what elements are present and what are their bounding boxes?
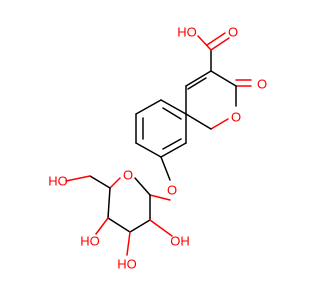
bond-ch2-oh <box>65 175 91 182</box>
bond-ccooh-oh <box>197 35 212 51</box>
structure-diagram: HO O O O O O HO HO HO OH <box>48 25 267 272</box>
bond-c2-oh <box>149 219 173 237</box>
bond-c3-c2 <box>129 219 151 233</box>
bond-ring-o-c5 <box>109 177 121 189</box>
bond-c3-c4 <box>185 70 212 87</box>
acid-carbonyl-oxygen-label: O <box>228 25 238 40</box>
sugar-ring-oxygen-label: O <box>123 168 133 183</box>
bond-c4a-c5 <box>160 99 187 115</box>
ch2oh-label: HO <box>48 174 68 189</box>
c2-hydroxyl-label: OH <box>170 234 190 249</box>
bond-c8-c8a <box>160 142 187 158</box>
ring-oxygen-label: O <box>231 110 241 125</box>
bond-c7-oether <box>160 156 171 181</box>
c3-hydroxyl-label: HO <box>117 257 137 272</box>
bond-c4a-c8a <box>185 113 212 130</box>
bonds <box>65 32 252 256</box>
bond-ccooh-o-a <box>210 37 230 51</box>
ether-oxygen-label: O <box>167 183 177 198</box>
bond-c3-oh <box>126 231 131 256</box>
bond-c7-c8 <box>135 142 162 158</box>
lactone-carbonyl-oxygen-label: O <box>257 77 267 92</box>
bond-c5-c6 <box>135 99 162 115</box>
bond-c1-ring-o <box>134 177 151 196</box>
bond-c4-oh <box>95 217 109 235</box>
acid-hydroxyl-label: HO <box>177 25 197 40</box>
bond-c3-c4-inner <box>187 77 207 90</box>
bond-c8-c8a-inner <box>162 138 182 150</box>
bond-c5-ch2 <box>89 175 111 189</box>
bond-oether-c1 <box>149 194 171 201</box>
bond-c3-c2 <box>210 70 237 87</box>
bond-o1-c8a <box>210 118 229 130</box>
bond-ccooh-o-b <box>206 32 226 46</box>
bond-c4a-c5-inner <box>162 107 182 120</box>
bond-c5-c4 <box>107 187 111 219</box>
bond-c4-c3 <box>107 217 131 233</box>
c4-hydroxyl-label: HO <box>80 234 100 249</box>
atom-labels: HO O O O O O HO HO HO OH <box>48 25 267 272</box>
